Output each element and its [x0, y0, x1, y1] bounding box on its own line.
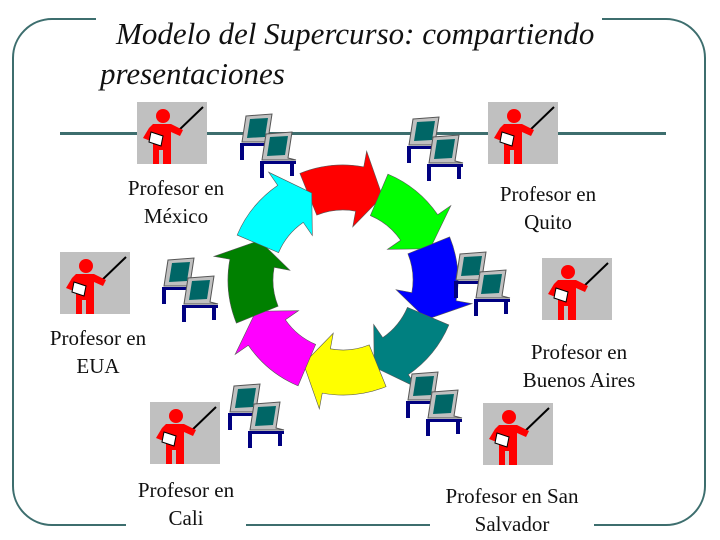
label-line: Salvador	[474, 512, 550, 536]
label-line: Cali	[168, 506, 204, 530]
professor-icon-quito	[487, 101, 559, 165]
computers-icon	[452, 250, 524, 320]
cycle-arrow-2	[369, 173, 452, 250]
label-line: EUA	[76, 354, 120, 378]
label-line: México	[143, 204, 209, 228]
label-line: Profesor en San	[445, 484, 579, 508]
label-line: Quito	[524, 210, 572, 234]
label-line: Profesor en	[530, 340, 628, 364]
computers-icon	[160, 256, 232, 326]
sharing-cycle-diagram	[213, 150, 473, 410]
label-mexico: Profesor en México	[118, 174, 234, 230]
computers-icon	[405, 115, 477, 185]
title-divider	[60, 132, 666, 135]
title-line-2: presentaciones	[100, 56, 285, 91]
label-line: Profesor en	[127, 176, 225, 200]
cycle-arrow-8	[236, 171, 313, 254]
label-cali: Profesor en Cali	[126, 476, 246, 532]
professor-icon-eua	[59, 251, 131, 315]
cycle-arrow-6	[234, 310, 317, 387]
label-line: Profesor en	[49, 326, 147, 350]
cycle-arrow-7	[213, 240, 291, 324]
label-line: Profesor en	[137, 478, 235, 502]
label-eua: Profesor en EUA	[40, 324, 156, 380]
computers-icon	[404, 370, 476, 440]
professor-icon-san-salvador	[482, 402, 554, 466]
label-buenos-aires: Profesor en Buenos Aires	[512, 338, 646, 394]
cycle-arrow-4	[373, 306, 450, 389]
cycle-arrow-1	[299, 150, 383, 228]
label-line: Buenos Aires	[522, 368, 636, 392]
slide-title: Modelo del Supercurso: compartiendo pres…	[96, 14, 603, 94]
professor-icon-buenos-aires	[541, 257, 613, 321]
title-line-1: Modelo del Supercurso: compartiendo	[116, 16, 595, 51]
label-line: Profesor en	[499, 182, 597, 206]
computers-icon	[238, 112, 310, 182]
professor-icon-mexico	[136, 101, 208, 165]
professor-icon-cali	[149, 401, 221, 465]
computers-icon	[226, 382, 298, 452]
cycle-arrow-5	[303, 332, 387, 410]
label-quito: Profesor en Quito	[490, 180, 606, 236]
cycle-arrow-3	[395, 236, 473, 320]
